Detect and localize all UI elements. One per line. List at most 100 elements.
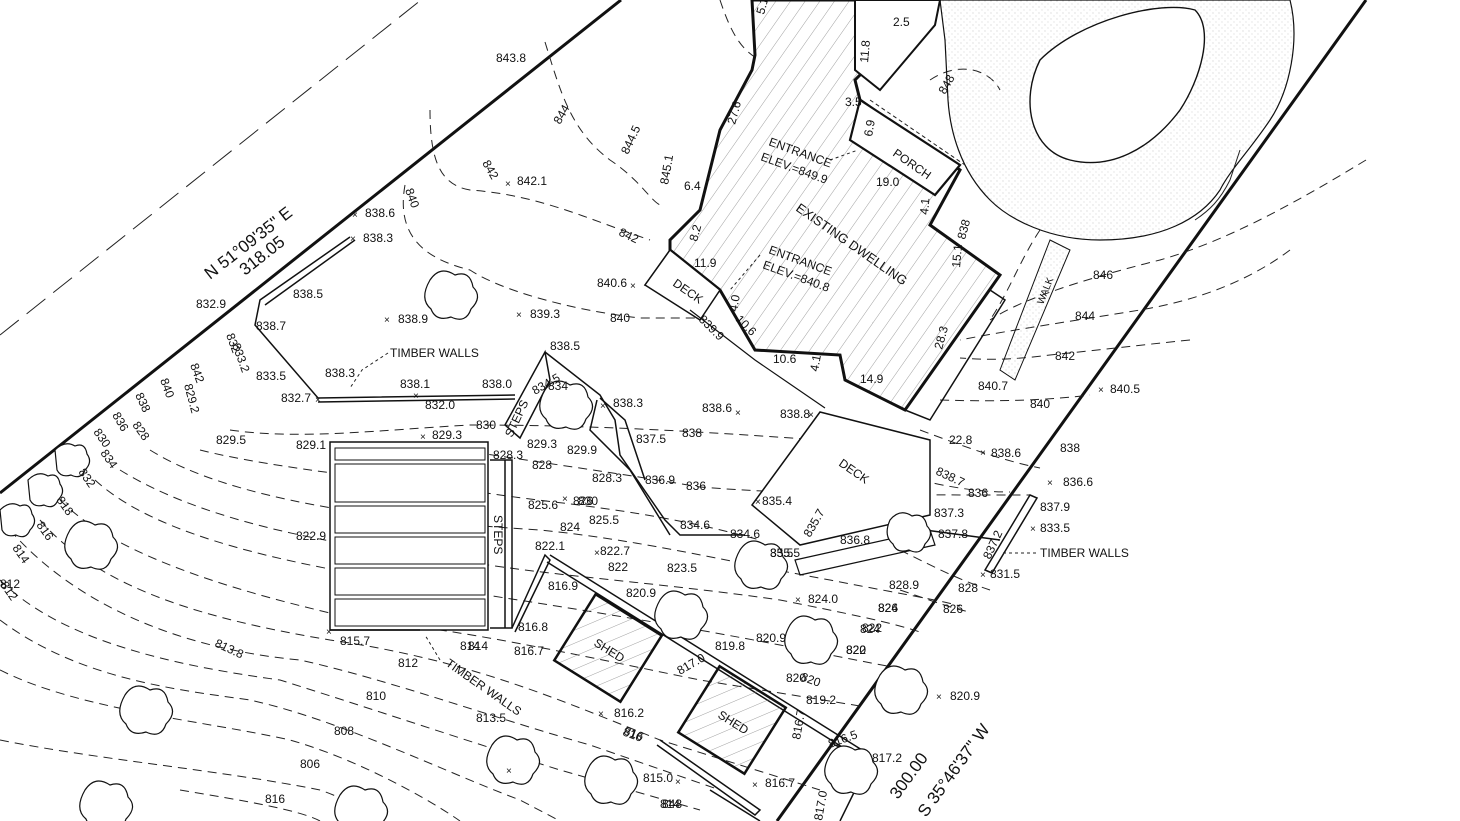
svg-text:×: ×: [350, 234, 356, 245]
contour-label: 832: [223, 331, 243, 355]
spot-elev: 822.1: [535, 539, 565, 553]
spot-elev: 838.6: [991, 446, 1021, 460]
contour-label: 814: [660, 797, 680, 811]
spot-elev: 836.8: [840, 533, 870, 547]
deck-lower: [750, 411, 931, 546]
dim-label: 35.5: [770, 546, 794, 560]
spot-elev: 813.5: [476, 711, 506, 725]
spot-elev: 833.5: [1040, 521, 1070, 535]
svg-text:×: ×: [413, 391, 419, 402]
svg-text:×: ×: [420, 432, 426, 443]
timber-walls-right: [983, 494, 1039, 574]
contour-label: 840: [610, 311, 630, 325]
svg-text:×: ×: [506, 766, 512, 777]
contour-label: 848: [662, 797, 682, 811]
contour-label: 820: [799, 670, 823, 690]
spot-elev: 816.8: [518, 620, 548, 634]
dim-label: 6.9: [861, 118, 878, 137]
spot-elev: 838.3: [325, 366, 355, 380]
spot-elev: 822.9: [296, 529, 326, 543]
spot-elev: 813.8: [213, 636, 246, 662]
svg-text:×: ×: [735, 408, 741, 419]
dim-label: 11.9: [694, 256, 717, 270]
spot-elev: 837.3: [934, 506, 964, 520]
svg-text:×: ×: [600, 401, 606, 412]
svg-text:×: ×: [505, 179, 511, 190]
contour-label: 840: [402, 186, 422, 210]
timber-walls-upper: [254, 236, 745, 536]
shed-1: [552, 592, 664, 704]
spot-elev: 834.6: [680, 518, 710, 532]
contour-label: 820: [846, 643, 866, 657]
spot-elev: 816.7: [514, 644, 544, 658]
contour-label: 842: [1055, 349, 1075, 363]
svg-text:×: ×: [808, 410, 814, 421]
spot-elev: 829.9: [567, 443, 597, 457]
spot-elev: 819.8: [715, 639, 745, 653]
spot-elev: 829.5: [216, 433, 246, 447]
contour-label: 816: [34, 519, 57, 544]
spot-elev: 838.7: [256, 319, 286, 333]
contour-label: 808: [334, 724, 354, 738]
dim-label: 10.6: [773, 352, 797, 366]
svg-text:×: ×: [315, 395, 321, 406]
spot-elev: 816.7: [789, 708, 808, 740]
spot-elev: 825.5: [589, 513, 619, 527]
contour-label: 828: [958, 581, 978, 595]
spot-elev: 832.0: [425, 398, 455, 412]
contour-label: 838: [682, 426, 702, 440]
spot-elev: 835.4: [762, 494, 792, 508]
dim-label: 27.6: [724, 99, 744, 125]
contour-label: 840: [157, 376, 177, 400]
spot-elev: 836.6: [1063, 475, 1093, 489]
property-line-north: [0, 0, 622, 495]
spot-elev: 845.1: [657, 153, 676, 185]
contour-label: 828: [130, 419, 153, 444]
contour-label: 838: [1060, 441, 1080, 455]
contour-label: 840: [1030, 397, 1050, 411]
spot-elev: 828.3: [493, 448, 523, 462]
spot-elev: 816.7: [765, 776, 795, 790]
spot-elev: 838.3: [363, 231, 393, 245]
deck-upper: [643, 248, 722, 322]
spot-elev: 840.7: [978, 379, 1008, 393]
contour-label: 830: [91, 426, 114, 451]
contour-label: 812: [0, 577, 20, 591]
dim-label: 8.2: [686, 223, 704, 243]
garage-block: [854, 0, 942, 92]
contour-label: 838: [132, 390, 153, 414]
property-lines: [0, 0, 1368, 821]
contour-label: 812: [398, 656, 418, 670]
spot-elev: 842.1: [517, 174, 547, 188]
steps-1-label: STEPS: [502, 398, 531, 440]
contour-label: 838: [954, 217, 973, 240]
contour-label: 814: [460, 639, 480, 653]
contour-label: 814: [10, 542, 33, 567]
spot-elev: 823.5: [667, 561, 697, 575]
existing-dwelling: [643, 0, 1007, 421]
spot-elev: 837.9: [1040, 500, 1070, 514]
contour-label: 828: [532, 458, 552, 472]
spot-elev: 838.9: [398, 312, 428, 326]
spot-elev: 816.2: [614, 706, 644, 720]
spot-elev: 831.5: [990, 567, 1020, 581]
contour-label: 836: [968, 486, 988, 500]
spot-elev: 832.9: [196, 297, 226, 311]
contour-label: 816: [621, 725, 645, 745]
spot-elev: 839.3: [530, 307, 560, 321]
dim-label: 2.5: [893, 15, 910, 29]
spot-elevations: 842.1 845.1 838.6 838.3 838.5 838.7 838.…: [181, 153, 1140, 821]
spot-elev: 817.0: [811, 789, 830, 821]
terrace-steps: [329, 441, 872, 821]
steps-2-label: STEPS: [491, 515, 505, 554]
dim-label: 6.4: [684, 179, 701, 193]
timber-walls-label-3: TIMBER WALLS: [443, 656, 524, 718]
dim-label: 4.0: [726, 293, 743, 312]
contour-label: 820: [786, 671, 806, 685]
porch-outline: [848, 98, 962, 197]
contour-label: 816: [622, 724, 646, 744]
svg-text:×: ×: [795, 595, 801, 606]
dim-label: 4.1: [917, 197, 932, 215]
contour-label: 842: [479, 158, 501, 183]
